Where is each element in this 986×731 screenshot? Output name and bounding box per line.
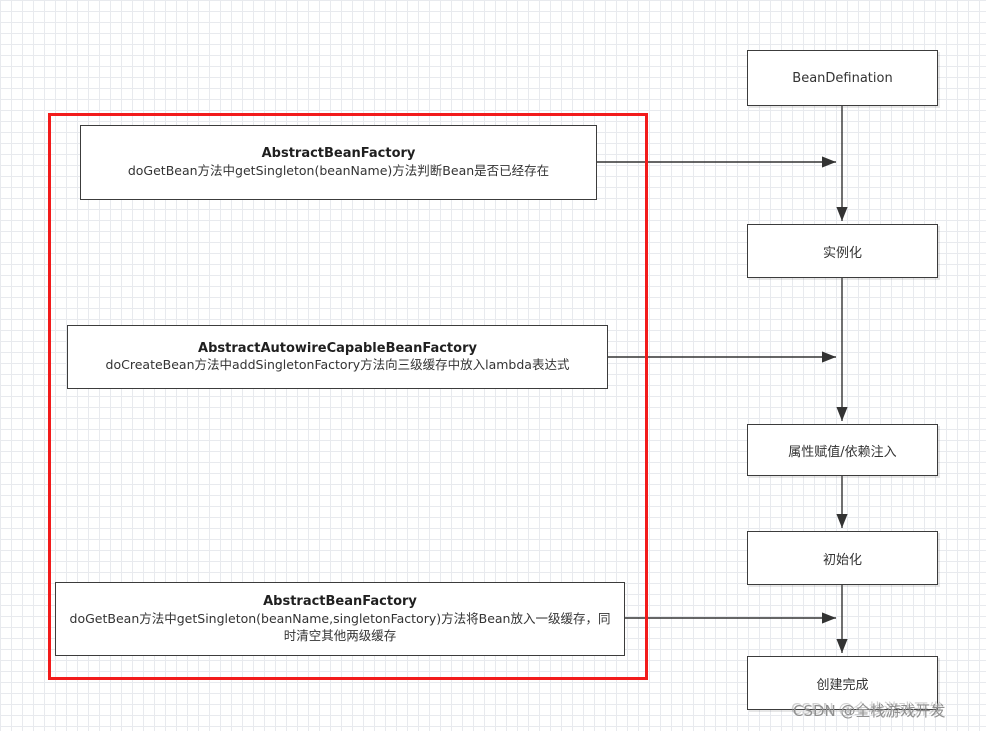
detail-box-subtitle: doGetBean方法中getSingleton(beanName,single… <box>69 610 611 643</box>
flow-node-creation-complete: 创建完成 <box>747 656 938 710</box>
flow-node-label: 创建完成 <box>816 677 869 693</box>
flow-node-label: 初始化 <box>822 552 862 568</box>
flow-node-initialize: 初始化 <box>747 531 938 585</box>
detail-box-title: AbstractAutowireCapableBeanFactory <box>198 340 477 356</box>
detail-box-abstractbeanfactory-2: AbstractBeanFactory doGetBean方法中getSingl… <box>55 582 625 656</box>
flow-node-beandefination: BeanDefination <box>747 50 938 106</box>
detail-box-subtitle: doCreateBean方法中addSingletonFactory方法向三级缓… <box>105 357 570 373</box>
detail-box-title: AbstractBeanFactory <box>261 146 416 162</box>
flow-node-property-injection: 属性赋值/依赖注入 <box>747 424 938 476</box>
detail-box-abstractbeanfactory-1: AbstractBeanFactory doGetBean方法中getSingl… <box>80 125 597 200</box>
detail-box-subtitle: doGetBean方法中getSingleton(beanName)方法判断Be… <box>127 162 550 178</box>
flow-node-instantiate: 实例化 <box>747 224 938 278</box>
flow-node-label: 属性赋值/依赖注入 <box>788 444 897 460</box>
flow-node-label: BeanDefination <box>792 70 893 86</box>
detail-box-title: AbstractBeanFactory <box>263 594 417 610</box>
flow-node-label: 实例化 <box>822 245 862 261</box>
watermark: CSDN @全栈游戏开发 <box>793 702 946 720</box>
detail-box-abstractautowirecapablebeanfactory: AbstractAutowireCapableBeanFactory doCre… <box>67 325 608 389</box>
